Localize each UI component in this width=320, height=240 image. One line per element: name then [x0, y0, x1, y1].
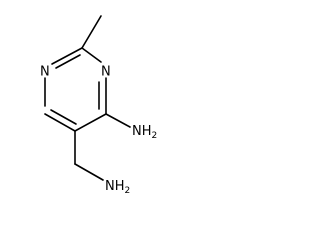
- bond-c5-c4: [74, 113, 107, 132]
- atom-labels: N N NH2 NH2: [40, 65, 157, 196]
- atom-n1-label: N: [40, 65, 50, 80]
- atom-n3-label: N: [101, 65, 111, 80]
- bond-methyl-c2: [81, 15, 102, 49]
- bond-ch2-nh2: [74, 163, 104, 181]
- bonds: [44, 15, 131, 181]
- atom-amine-label: NH2: [132, 124, 157, 141]
- bond-c6-c5-double: [50, 109, 77, 125]
- bond-c4-nh2: [105, 113, 131, 128]
- molecule-structure: N N NH2 NH2: [40, 15, 157, 196]
- bond-n3-c2: [81, 47, 102, 63]
- bond-c2-n1: [51, 47, 83, 65]
- atom-aminomethyl-label: NH2: [105, 179, 130, 196]
- bond-c6-c5: [44, 113, 76, 132]
- bond-c2-n1-double: [55, 54, 81, 69]
